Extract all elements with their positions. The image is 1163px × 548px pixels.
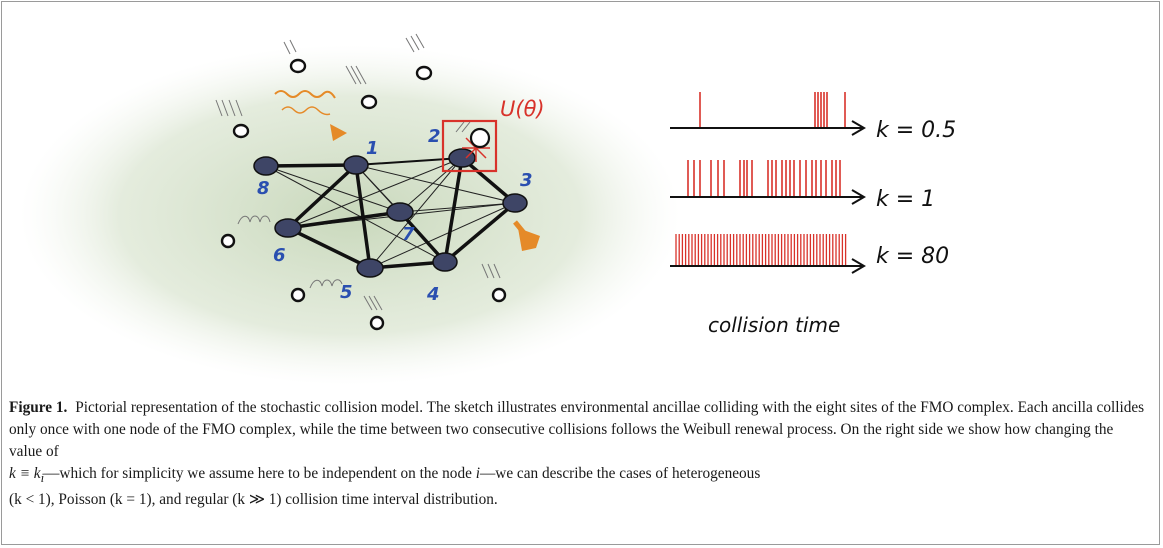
collision-time-caption: collision time: [708, 313, 840, 337]
site-node-7: [386, 202, 414, 222]
motion-streaks: [215, 33, 501, 311]
site-node-4: [432, 252, 458, 272]
site-label-6: 6: [273, 245, 286, 266]
timeline-label-k05: k = 0.5: [876, 118, 956, 143]
photon-arrowhead-icon: [330, 124, 347, 141]
timeline-axes: [670, 120, 866, 274]
site-label-4: 4: [426, 284, 440, 305]
unitary-label: U(θ): [500, 97, 545, 121]
site-label-1: 1: [366, 138, 379, 159]
site-node-8: [253, 156, 279, 176]
caption-cases: (k < 1), Poisson (k = 1), and regular (k…: [9, 491, 498, 509]
photon-wavy-icon: [281, 106, 331, 116]
caption-label: Figure 1.: [9, 399, 68, 416]
ancilla: [360, 94, 378, 110]
timeline-label-k1: k = 1: [876, 187, 935, 212]
caption-text-2: —which for simplicity we assume here to …: [44, 465, 472, 482]
collision-ticks-k1: [687, 160, 841, 196]
caption-text-1: Pictorial representation of the stochast…: [9, 399, 1145, 460]
site-node-2: [448, 148, 476, 168]
coil-icons: [237, 215, 343, 289]
caption-math-node: i: [475, 465, 480, 482]
site-node-3: [502, 193, 528, 213]
site-node-6: [274, 218, 302, 238]
photon-wavy-icon: [274, 90, 336, 99]
ancilla: [491, 287, 507, 303]
site-label-2: 2: [428, 126, 441, 147]
strong-coupling-edges: [264, 156, 517, 270]
caption-text-3: —we can describe the cases of heterogene…: [479, 465, 761, 482]
fmo-sites: [253, 148, 528, 278]
ancilla: [232, 123, 250, 139]
site-label-3: 3: [520, 170, 533, 191]
site-label-5: 5: [340, 282, 353, 303]
outgoing-arrow-shaft: [513, 220, 535, 246]
site-label-7: 7: [402, 224, 415, 245]
timeline-label-k80: k = 80: [876, 244, 949, 269]
collision-ticks-k05: [699, 92, 846, 127]
colliding-ancilla: [469, 127, 491, 149]
caption-math-k: k ≡ k: [9, 465, 41, 482]
ancilla: [369, 315, 385, 331]
ancilla: [415, 65, 433, 81]
collision-box: [441, 119, 498, 173]
environment-wash: [20, 45, 680, 385]
ancilla: [289, 58, 307, 74]
ancilla: [290, 287, 306, 303]
ancillae: [220, 58, 507, 331]
ancilla: [220, 233, 236, 249]
caption-math-sub: i: [40, 471, 45, 486]
figure-illustration: 1 2 3 4 5 6 7 8 U(θ): [20, 33, 956, 385]
figure-caption: Figure 1. Pictorial representation of th…: [9, 397, 1149, 511]
collision-ticks-k80: [675, 234, 847, 265]
site-node-5: [356, 258, 384, 278]
site-label-8: 8: [257, 178, 270, 199]
site-node-1: [343, 155, 369, 175]
